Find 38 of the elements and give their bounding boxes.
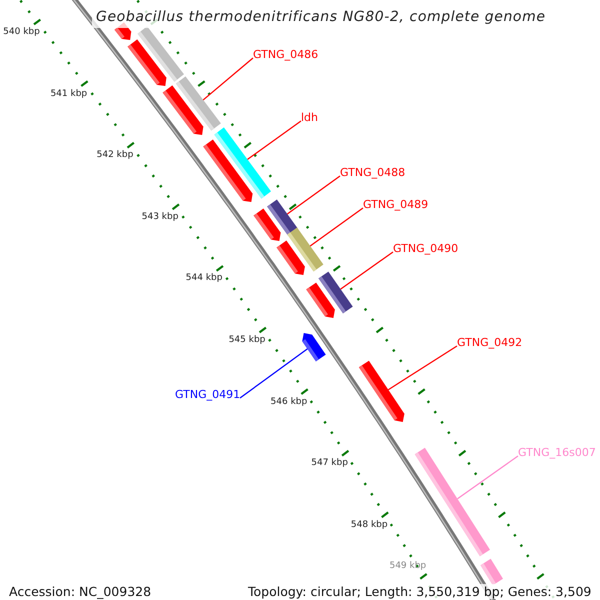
leader-line bbox=[388, 346, 458, 390]
gene-label: GTNG_0489 bbox=[363, 198, 428, 211]
scale-label: 547 kbp bbox=[311, 458, 348, 470]
leader-line bbox=[247, 120, 302, 160]
leader-line bbox=[286, 176, 340, 214]
gene-feature bbox=[276, 240, 305, 275]
gene-feature bbox=[203, 140, 253, 202]
gene-label: GTNG_16s007 bbox=[518, 446, 596, 459]
gene-label: GTNG_0486 bbox=[253, 48, 318, 61]
gene-label: GTNG_0491 bbox=[175, 388, 240, 401]
leader-line bbox=[202, 58, 254, 100]
leader-line bbox=[340, 252, 394, 290]
gene-label: GTNG_0490 bbox=[393, 242, 458, 255]
leader-line bbox=[457, 456, 518, 500]
gene-feature bbox=[128, 39, 166, 86]
scale-label: 543 kbp bbox=[142, 212, 178, 223]
gene-feature bbox=[176, 76, 221, 131]
gene-feature bbox=[414, 448, 490, 556]
scale-label: 549 kbp bbox=[389, 561, 426, 572]
gene-label: GTNG_0488 bbox=[340, 166, 406, 179]
scale-label: 544 kbp bbox=[186, 273, 222, 284]
scale-label: 545 kbp bbox=[228, 335, 266, 346]
scale-label: 542 kbp bbox=[96, 150, 134, 162]
gene-feature bbox=[254, 208, 281, 241]
scale-label: 548 kbp bbox=[350, 520, 388, 531]
gene-label: GTNG_0492 bbox=[457, 336, 522, 349]
leader-line bbox=[240, 348, 308, 398]
leader-line bbox=[310, 208, 364, 246]
gene-feature bbox=[358, 360, 404, 422]
accession-text: Accession: NC_009328 bbox=[9, 584, 152, 599]
scale-label: 541 kbp bbox=[50, 88, 88, 100]
gene-feature bbox=[306, 282, 335, 318]
scale-label: 546 kbp bbox=[270, 396, 308, 408]
gene-feature bbox=[480, 558, 503, 586]
scale-label: 540 kbp bbox=[3, 27, 40, 38]
genome-info-text: Topology: circular; Length: 3,550,319 bp; Genes: 3,509 bbox=[248, 584, 592, 599]
gene-label: ldh bbox=[301, 111, 318, 124]
gene-feature bbox=[302, 333, 326, 362]
